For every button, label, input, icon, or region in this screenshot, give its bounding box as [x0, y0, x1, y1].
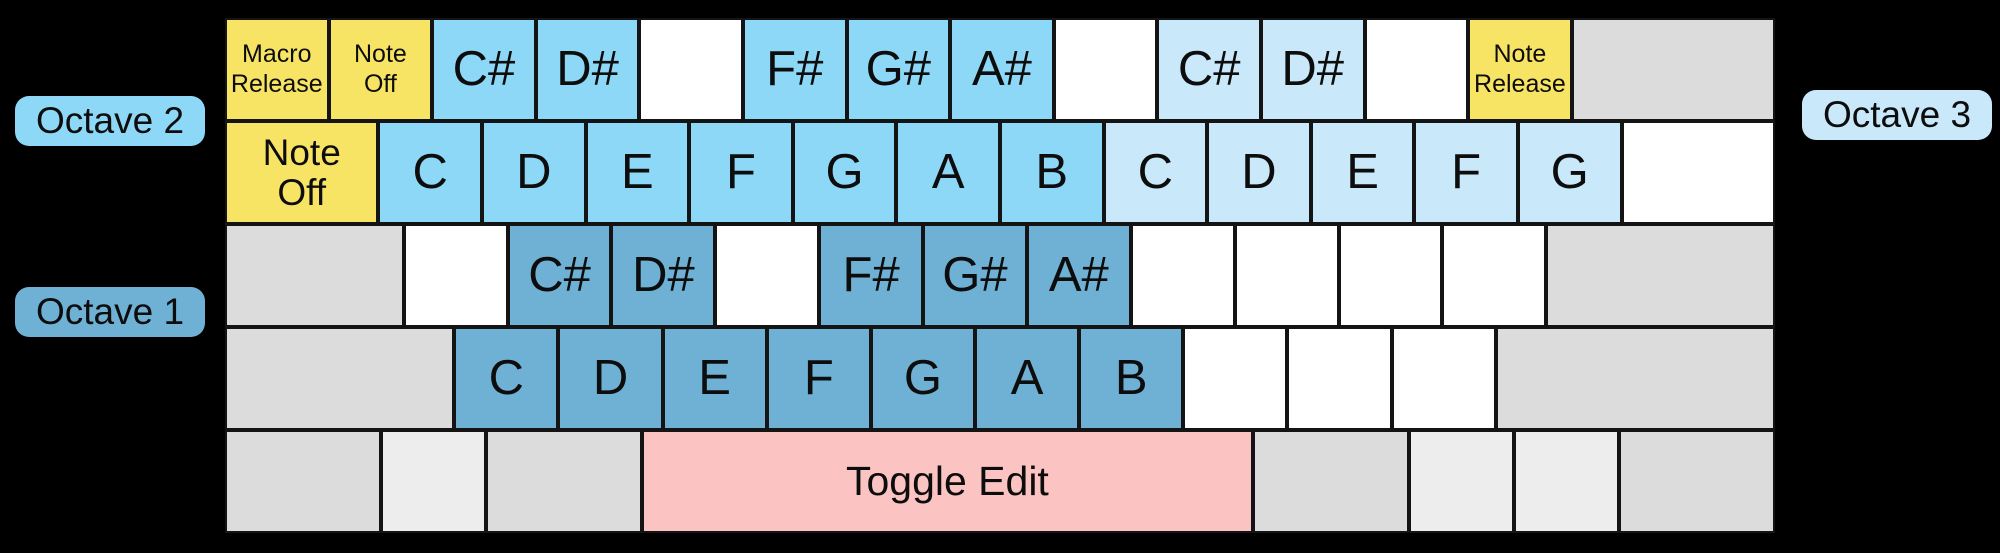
- key-g: G: [870, 327, 975, 430]
- key-blank-gray: [1253, 430, 1409, 533]
- key-blank-gray: [1619, 430, 1775, 533]
- key-macro-release: Macro Release: [225, 18, 329, 121]
- key-a: A: [896, 121, 1000, 224]
- key-blank-gray: [225, 430, 381, 533]
- key-blank-gray: [225, 224, 404, 327]
- key-f: F: [766, 327, 871, 430]
- key-d: D: [482, 121, 586, 224]
- key-blank-white: [1391, 327, 1496, 430]
- key-blank-white: [403, 224, 508, 327]
- key-c-sharp: C#: [432, 18, 536, 121]
- key-e: E: [662, 327, 767, 430]
- key-blank-gray: [1546, 224, 1775, 327]
- keyboard-row-3: C#D# F#G#A#: [225, 224, 1775, 327]
- key-d: D: [558, 327, 663, 430]
- key-blank-white: [1183, 327, 1288, 430]
- key-blank-lightgray: [380, 430, 486, 533]
- key-c: C: [454, 327, 559, 430]
- key-g: G: [1517, 121, 1622, 224]
- key-blank-white: [1234, 224, 1339, 327]
- key-f-sharp: F#: [819, 224, 924, 327]
- key-blank-gray: [225, 327, 455, 430]
- key-blank-gray: [1571, 18, 1775, 121]
- key-blank-white: [1364, 18, 1469, 121]
- key-blank-white: [639, 18, 743, 121]
- key-blank-gray: [1495, 327, 1776, 430]
- key-note-release: Note Release: [1468, 18, 1572, 121]
- octave-3-badge: Octave 3: [1802, 90, 1993, 140]
- key-blank-gray: [486, 430, 642, 533]
- key-blank-lightgray: [1408, 430, 1514, 533]
- key-a-sharp: A#: [1026, 224, 1131, 327]
- key-e: E: [1310, 121, 1415, 224]
- key-blank-white: [1621, 121, 1775, 224]
- key-blank-white: [1338, 224, 1443, 327]
- key-blank-white: [1287, 327, 1392, 430]
- key-c-sharp: C#: [507, 224, 612, 327]
- key-f: F: [1414, 121, 1518, 224]
- key-b: B: [999, 121, 1104, 224]
- keyboard-row-5: Toggle Edit: [225, 430, 1775, 533]
- key-f-sharp: F#: [742, 18, 847, 121]
- key-blank-white: [1442, 224, 1547, 327]
- key-c-sharp: C#: [1157, 18, 1261, 121]
- key-blank-white: [1053, 18, 1158, 121]
- key-g: G: [792, 121, 897, 224]
- key-toggle-edit: Toggle Edit: [641, 430, 1253, 533]
- key-g-sharp: G#: [923, 224, 1027, 327]
- key-note-off: Note Off: [328, 18, 433, 121]
- key-d-sharp: D#: [535, 18, 640, 121]
- key-d-sharp: D#: [1260, 18, 1365, 121]
- key-a-sharp: A#: [950, 18, 1054, 121]
- key-g-sharp: G#: [846, 18, 951, 121]
- octave-1-badge: Octave 1: [15, 287, 206, 337]
- key-c: C: [378, 121, 482, 224]
- key-e: E: [585, 121, 690, 224]
- key-d: D: [1207, 121, 1311, 224]
- key-blank-lightgray: [1514, 430, 1620, 533]
- key-blank-white: [1130, 224, 1235, 327]
- key-d-sharp: D#: [611, 224, 716, 327]
- key-a: A: [975, 327, 1080, 430]
- octave-2-badge: Octave 2: [15, 96, 206, 146]
- key-blank-white: [715, 224, 820, 327]
- key-b: B: [1079, 327, 1184, 430]
- key-f: F: [689, 121, 793, 224]
- key-note-off: Note Off: [225, 121, 379, 224]
- key-c: C: [1103, 121, 1208, 224]
